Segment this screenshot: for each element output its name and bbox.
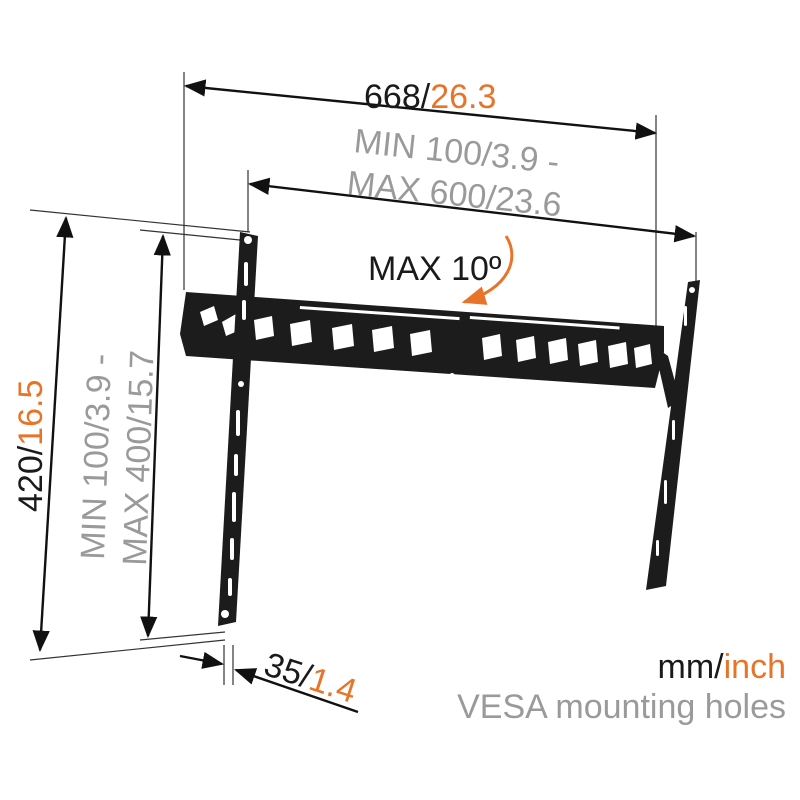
width-dimension-line: [183, 79, 658, 140]
right-arm-slots: [656, 287, 695, 556]
dimension-lines: [32, 79, 697, 714]
left-arm-slots: [221, 236, 252, 618]
height-label: 420/16.5: [12, 380, 50, 512]
depth-label: 35/1.4: [260, 645, 362, 710]
width-label: 668/26.3: [364, 78, 496, 116]
tilt-arrow: [461, 235, 514, 305]
vesa-vertical-label: MIN 100/3.9 - MAX 400/15.7: [74, 350, 161, 567]
svg-text:MIN 100/3.9 -: MIN 100/3.9 -: [74, 353, 119, 560]
svg-text:MAX 400/15.7: MAX 400/15.7: [116, 350, 161, 567]
right-vertical-arm: [646, 280, 700, 590]
units-legend: mm/inch: [658, 648, 786, 686]
height-dimension-line: [32, 215, 74, 653]
left-vertical-arm: [218, 232, 258, 626]
vesa-caption: VESA mounting holes: [457, 688, 786, 726]
wall-plate-slots: [189, 305, 652, 379]
vesa-horizontal-dimension-line: [247, 177, 697, 243]
vesa-horizontal-label: MIN 100/3.9 - MAX 600/23.6: [345, 122, 563, 224]
depth-dimension-line-right: [233, 668, 359, 714]
depth-dimension-line-left: [179, 651, 225, 669]
vesa-vertical-dimension-line: [140, 233, 171, 639]
wall-plate: [180, 292, 664, 388]
tilt-label: MAX 10º: [368, 250, 501, 288]
